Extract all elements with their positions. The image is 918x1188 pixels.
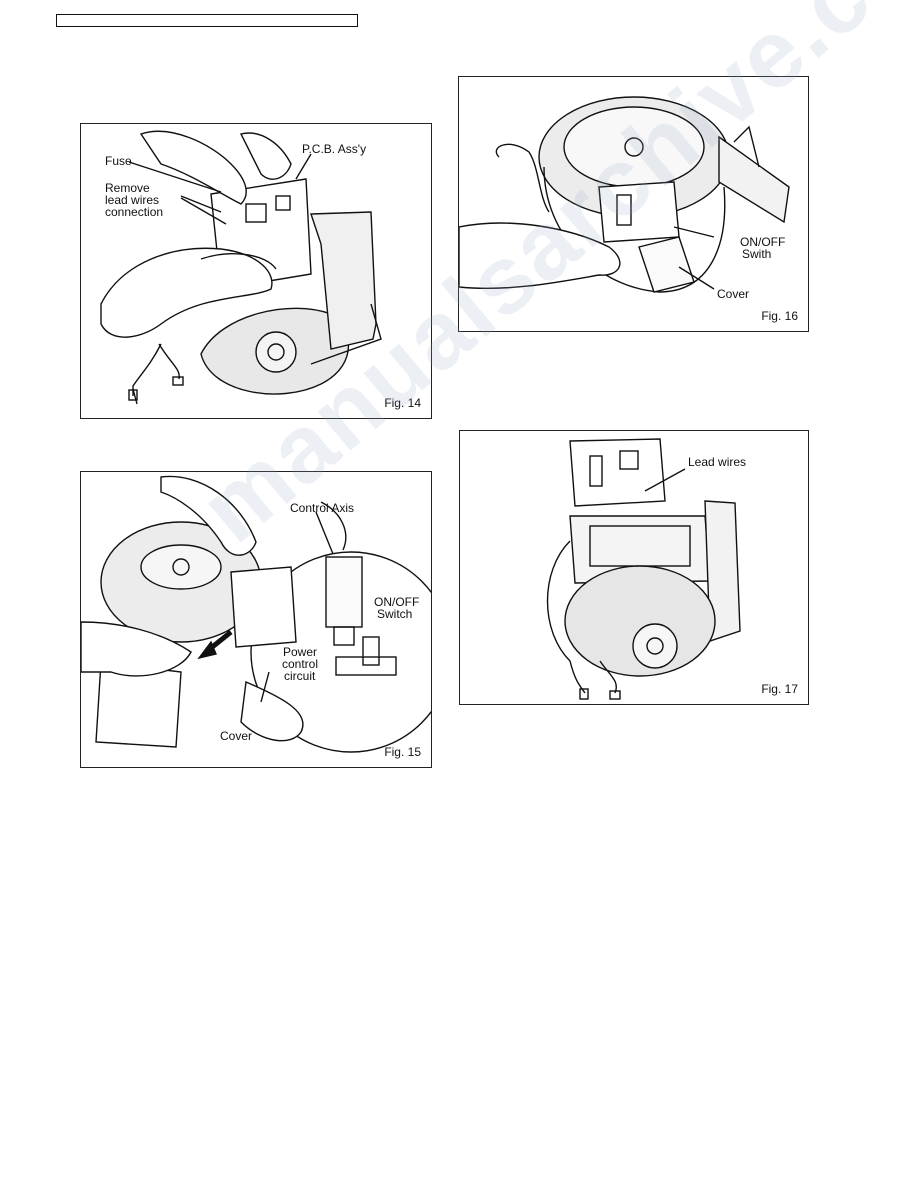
fig17-illustration: [546, 438, 741, 700]
fig15-label-control: control: [282, 657, 319, 671]
fig15-illustration: [81, 475, 431, 753]
fig14-label-pcb: P.C.B. Ass'y: [302, 142, 367, 156]
fig15-label-control-axis: Control Axis: [290, 501, 355, 515]
figure-17: Lead wires Fig. 17: [459, 430, 809, 705]
fig16-illustration: [459, 96, 790, 293]
fig16-label-swith: Swith: [742, 247, 772, 261]
fig16-label-cover: Cover: [717, 287, 750, 301]
fig15-caption: Fig. 15: [384, 745, 421, 759]
fig15-label-circuit: circuit: [284, 669, 316, 683]
figure-14: Fuse Remove lead wires connection P.C.B.…: [80, 123, 432, 419]
fig15-label-cover: Cover: [220, 729, 253, 743]
fig17-label-lead-wires: Lead wires: [688, 455, 747, 469]
fig16-label-onoff: ON/OFF: [740, 235, 786, 249]
fig17-caption: Fig. 17: [761, 682, 798, 696]
fig15-label-power: Power: [283, 645, 318, 659]
fig14-label-connection: connection: [105, 205, 164, 219]
fig14-caption: Fig. 14: [384, 396, 421, 410]
fig14-label-remove: Remove: [105, 181, 150, 195]
fig14-label-lead-wires: lead wires: [105, 193, 160, 207]
fig15-label-switch: Switch: [377, 607, 413, 621]
fig16-caption: Fig. 16: [761, 309, 798, 323]
fig14-illustration: [100, 130, 382, 405]
figure-16: ON/OFF Swith Cover Fig. 16: [458, 76, 809, 332]
fig14-label-fuse: Fuse: [105, 154, 132, 168]
fig15-label-onoff: ON/OFF: [374, 595, 420, 609]
header-box: [56, 14, 358, 27]
figure-15: Control Axis ON/OFF Switch Power control…: [80, 471, 432, 768]
